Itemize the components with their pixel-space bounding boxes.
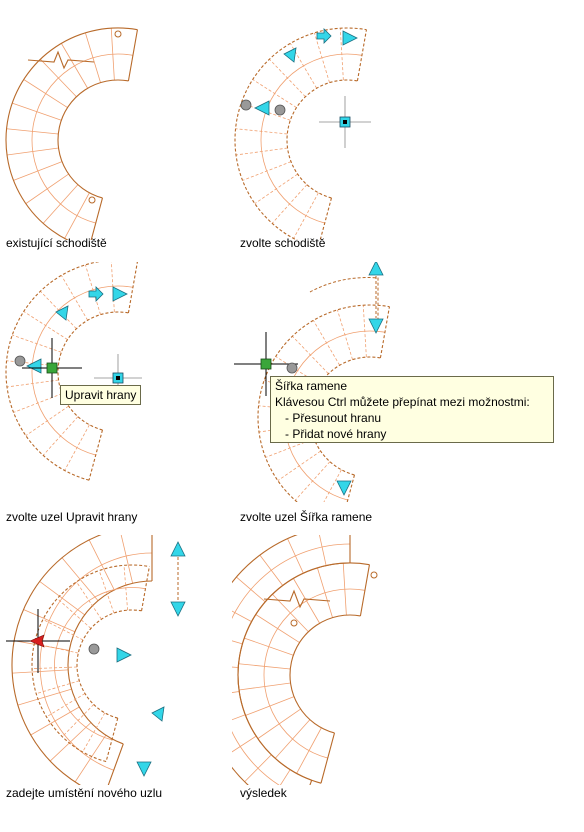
stair-end — [127, 29, 138, 82]
stair-start — [319, 197, 333, 240]
panel-new-node-location: zadejte umístění nového uzlu — [0, 535, 280, 805]
grip-triangle-down — [136, 761, 152, 777]
grip-arrow-right — [316, 28, 332, 44]
break-line — [263, 589, 331, 609]
stair-start — [105, 717, 119, 762]
grip-triangle-down — [336, 480, 352, 496]
walk-line — [31, 285, 134, 456]
stair-mark — [88, 196, 96, 204]
caption-existing-stair: existující schodiště — [6, 236, 107, 250]
stair-edge-inner — [67, 580, 153, 745]
stair-start — [107, 743, 124, 785]
stair-drawing-dragging[interactable] — [0, 535, 280, 785]
tooltip-option-move-edge: - Přesunout hranu — [285, 411, 382, 425]
stair-drawing-edit-edges[interactable] — [0, 262, 280, 502]
grip-triangle-left — [254, 100, 270, 116]
stair-tread — [232, 640, 243, 645]
tooltip-option-add-edges: - Přidat nové hrany — [285, 427, 387, 441]
stair-start — [90, 197, 104, 240]
grip-circle-right — [274, 104, 286, 116]
stair-edge-inner — [289, 614, 361, 734]
stair-edge-inner — [57, 311, 129, 431]
stair-drawing — [5, 27, 138, 240]
grip-edit-edges — [46, 362, 58, 374]
caption-new-node-location: zadejte umístění nového uzlu — [6, 786, 163, 800]
stair-start — [88, 429, 104, 481]
caption-select-width: zvolte uzel Šířka ramene — [240, 510, 373, 524]
stair-edge-outer — [5, 262, 138, 481]
break-line — [27, 50, 95, 70]
grip-triangle-down — [368, 318, 384, 334]
drag-cursor-red — [29, 634, 45, 648]
panel-result: výsledek — [232, 535, 512, 805]
stair-edge-outer — [232, 535, 298, 785]
stair-edge-preview — [309, 277, 379, 324]
stair-end — [359, 564, 370, 617]
panel-select-edit-edges-grip: Upravit hrany zvolte uzel Upravit hrany — [0, 262, 280, 532]
grip-location-dot — [343, 120, 347, 124]
caption-select-edit-edges: zvolte uzel Upravit hrany — [6, 510, 138, 524]
caption-select-stair: zvolte schodiště — [240, 236, 326, 250]
stair-drawing-selected[interactable] — [232, 0, 512, 240]
grip-triangle — [151, 706, 165, 722]
stair-mark — [290, 619, 298, 627]
grip-location-dot — [116, 376, 120, 380]
tooltip-width: Šířka ramene Klávesou Ctrl můžete přepín… — [270, 376, 554, 443]
stair-tread — [232, 666, 239, 668]
stair-end — [127, 262, 138, 314]
stair-tread — [232, 691, 240, 693]
tooltip-edit-edges: Upravit hrany — [60, 385, 142, 405]
grip-circle-left — [240, 99, 252, 111]
tooltip-width-title: Šířka ramene — [275, 379, 348, 393]
stair-drawing-result — [232, 535, 378, 785]
grip-triangle-left — [26, 358, 42, 374]
grip-triangle-up — [368, 262, 384, 276]
stair-edge-inner — [76, 609, 142, 719]
grip-circle — [14, 355, 26, 367]
grip-circle — [88, 643, 100, 655]
walk-line — [54, 587, 146, 741]
tooltip-width-hint: Klávesou Ctrl můžete přepínat mezi možno… — [275, 395, 530, 409]
stair-end — [356, 29, 367, 82]
stair-edge-inner — [57, 79, 129, 199]
grip-width — [260, 358, 272, 370]
grip-triangle-right — [342, 30, 358, 46]
grip-triangle-right — [112, 286, 128, 302]
stair-start — [346, 474, 356, 502]
grip-triangle-right — [116, 647, 132, 663]
grip-triangle — [283, 47, 297, 63]
stair-end — [141, 566, 150, 611]
stair-mark — [370, 571, 378, 579]
stair-edge-outer — [31, 564, 150, 763]
stair-mark — [114, 30, 122, 38]
grip-triangle — [55, 305, 69, 321]
stair-tread — [232, 714, 246, 721]
stair-tread — [120, 535, 134, 584]
stair-edge-inner — [286, 79, 358, 199]
stair-edge-outer — [11, 535, 102, 785]
grip-triangle-up — [170, 541, 186, 557]
panel-select-stair: zvolte schodiště — [232, 0, 512, 270]
stair-end — [379, 306, 390, 359]
grip-triangle-down — [170, 601, 186, 617]
grip-arrow-right — [88, 286, 104, 302]
grip-circle — [286, 362, 298, 374]
panel-existing-stair: existující schodiště — [0, 0, 280, 270]
stair-start — [309, 780, 313, 785]
caption-result: výsledek — [240, 786, 287, 800]
stair-edge-outer — [234, 27, 367, 240]
stair-start — [320, 732, 336, 784]
walk-line — [31, 53, 134, 224]
stair-tread — [279, 769, 291, 785]
stair-tread — [319, 535, 327, 566]
walk-line — [263, 588, 366, 759]
panel-select-width-grip: Šířka ramene Klávesou Ctrl můžete přepín… — [232, 262, 554, 532]
stair-edge-outer — [257, 304, 390, 502]
stair-tread — [323, 469, 342, 502]
walk-line — [39, 552, 153, 771]
walk-line — [232, 543, 351, 785]
stair-edge-outer — [5, 27, 138, 240]
stair-edge-inner — [237, 562, 351, 781]
walk-line — [260, 53, 363, 224]
